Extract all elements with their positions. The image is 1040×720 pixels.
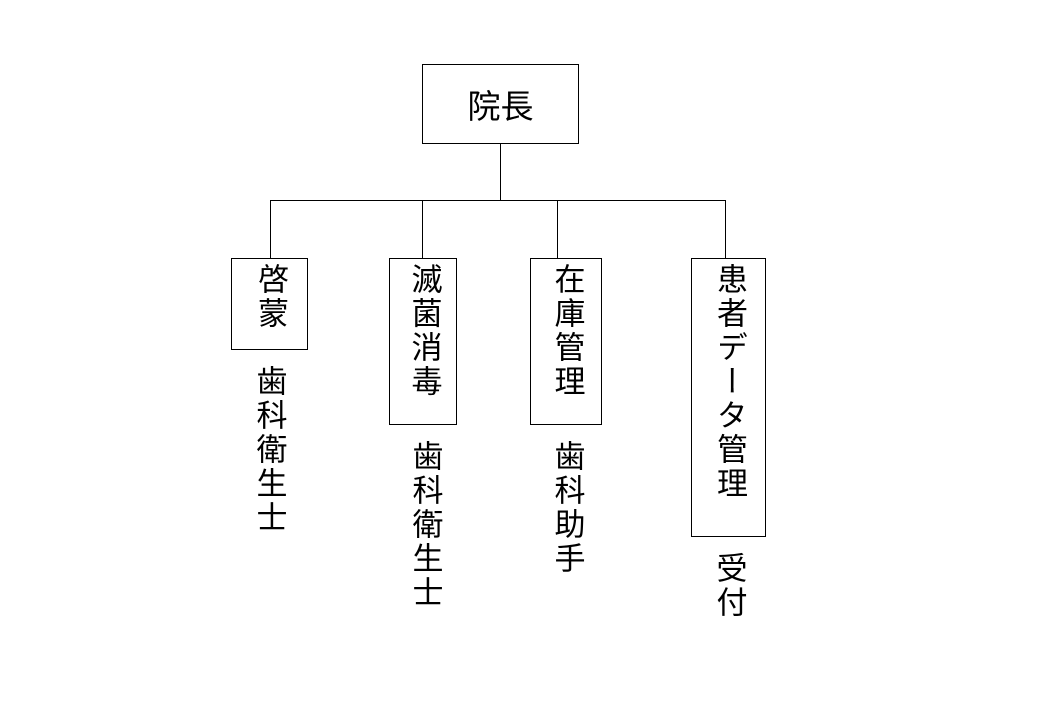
department-box-1: 啓蒙 (231, 258, 308, 350)
department-role-3: 歯科助手 (548, 440, 585, 576)
connector-dept-1 (270, 200, 271, 258)
root-node-box: 院長 (422, 64, 579, 144)
department-label-2: 滅菌消毒 (405, 263, 442, 399)
department-role-2: 歯科衛生士 (406, 440, 443, 610)
department-label-4: 患者データ管理 (711, 263, 747, 501)
department-label-1: 啓蒙 (252, 263, 288, 331)
department-role-4: 受付 (710, 552, 747, 620)
connector-root-stem (500, 143, 501, 200)
department-label-3: 在庫管理 (548, 263, 585, 399)
connector-dept-3 (557, 200, 558, 258)
department-role-1: 歯科衛生士 (250, 365, 287, 535)
connector-dept-4 (725, 200, 726, 258)
department-box-4: 患者データ管理 (691, 258, 766, 537)
department-box-3: 在庫管理 (530, 258, 602, 425)
connector-dept-2 (422, 200, 423, 258)
connector-horizontal-bar (270, 200, 725, 201)
department-box-2: 滅菌消毒 (389, 258, 457, 425)
root-node-label: 院長 (467, 87, 534, 126)
